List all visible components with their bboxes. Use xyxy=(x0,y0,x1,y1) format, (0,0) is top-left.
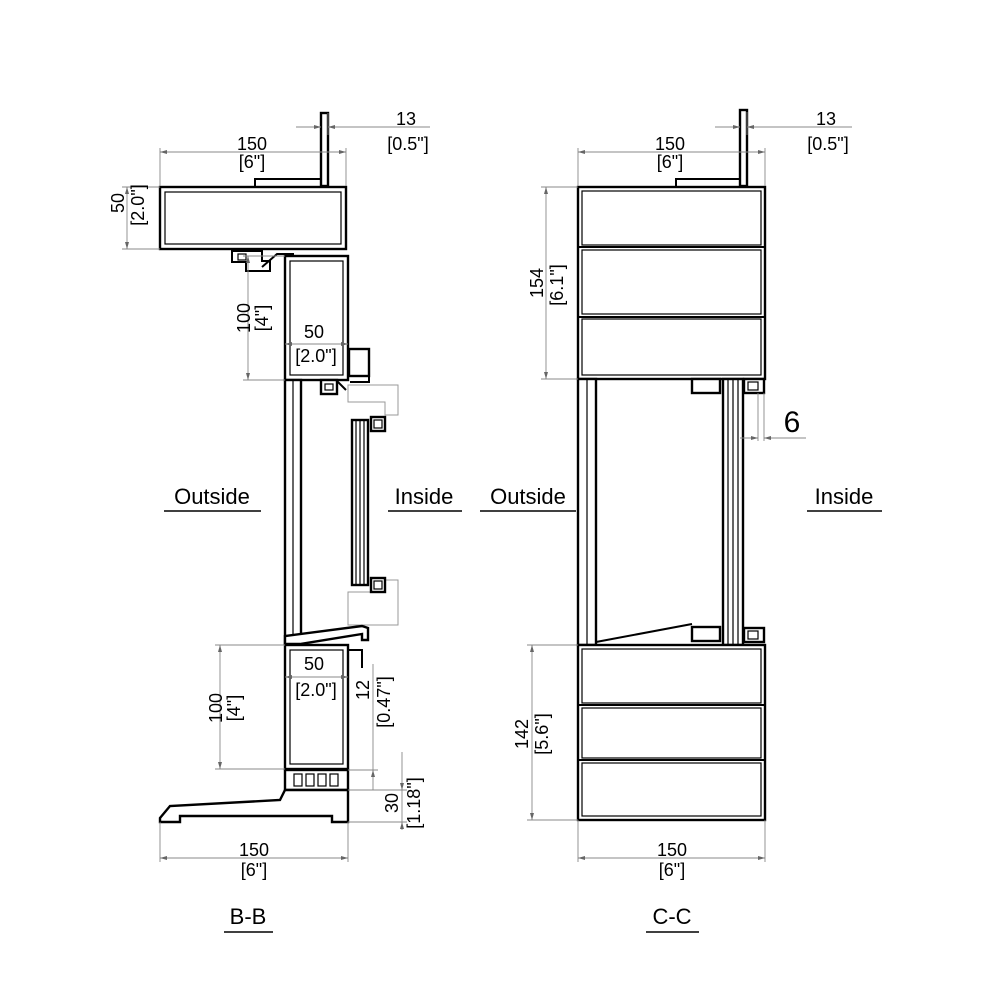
cc-dim-head-width-in: [6"] xyxy=(657,152,683,172)
cc-dim-lower-height: 142 xyxy=(512,719,532,749)
cc-dim-head-width: 150 xyxy=(655,134,685,154)
bb-dim-lower-box-width-in: [2.0"] xyxy=(295,680,336,700)
cc-lower-stack xyxy=(576,643,767,822)
bb-dim-sill-height-in: [1.18"] xyxy=(404,777,424,828)
cc-dim-gap: 6 xyxy=(784,406,801,439)
bb-dim-upper-box-width-in: [2.0"] xyxy=(295,346,336,366)
bb-head-box xyxy=(158,185,348,251)
bb-sill-slope xyxy=(283,624,370,646)
bb-frame-left xyxy=(283,378,303,646)
bb-dim-lip: 12 xyxy=(353,680,373,700)
bb-outside-label: Outside xyxy=(174,484,250,509)
cc-dim-upper-height-in: [6.1"] xyxy=(547,264,567,305)
bb-dim-sill-height: 30 xyxy=(382,793,402,813)
cc-inside-label: Inside xyxy=(815,484,874,509)
bb-dim-sill-width: 150 xyxy=(239,840,269,860)
bb-dim-upper-box-height-in: [4"] xyxy=(252,305,272,331)
bb-sill-flashing xyxy=(158,788,350,824)
bb-glazing xyxy=(347,384,399,626)
cc-dimension-lines xyxy=(527,112,852,862)
cc-dim-lower-height-in: [5.6"] xyxy=(532,713,552,754)
bb-dim-head-height-in: [2.0"] xyxy=(128,184,148,225)
cc-upper-stack xyxy=(576,185,767,381)
bb-dim-head-width-in: [6"] xyxy=(239,152,265,172)
cc-dim-upper-height: 154 xyxy=(527,268,547,298)
bb-dim-top-offset: 13 xyxy=(396,109,416,129)
cc-outside-label: Outside xyxy=(490,484,566,509)
cc-frame-left xyxy=(576,377,598,647)
cc-dim-top-offset: 13 xyxy=(816,109,836,129)
section-cc: 13 [0.5"] 150 [6"] 154 [6.1"] 6 142 [5.6… xyxy=(480,108,882,933)
bb-upper-box xyxy=(283,254,350,382)
cc-dim-bottom-width-in: [6"] xyxy=(659,860,685,880)
bb-dim-head-width: 150 xyxy=(237,134,267,154)
bb-dimension-lines xyxy=(122,113,430,862)
bb-dim-upper-box-width: 50 xyxy=(304,322,324,342)
cc-top-fin xyxy=(675,108,749,188)
bb-dim-lower-box-width: 50 xyxy=(304,654,324,674)
cc-glazing xyxy=(595,377,766,647)
bb-section-title: B-B xyxy=(230,904,267,929)
bb-head-clip xyxy=(231,250,294,272)
bb-dim-sill-width-in: [6"] xyxy=(241,860,267,880)
cc-dim-bottom-width: 150 xyxy=(657,840,687,860)
cc-section-title: C-C xyxy=(652,904,691,929)
section-bb: 13 [0.5"] 150 [6"] 50 [2.0"] 100 [4"] 50… xyxy=(108,109,462,933)
cc-dim-top-offset-in: [0.5"] xyxy=(807,134,848,154)
bb-lower-box xyxy=(283,643,350,771)
bb-inside-label: Inside xyxy=(395,484,454,509)
bb-dim-top-offset-in: [0.5"] xyxy=(387,134,428,154)
bb-bottom-channel xyxy=(283,768,350,792)
bb-dim-upper-box-height: 100 xyxy=(234,303,254,333)
bb-dim-lip-in: [0.47"] xyxy=(374,676,394,727)
bb-dim-lower-box-height-in: [4"] xyxy=(224,695,244,721)
bb-dim-lower-box-height: 100 xyxy=(206,693,226,723)
bb-upper-clip xyxy=(319,347,371,396)
bb-dim-head-height: 50 xyxy=(108,193,128,213)
